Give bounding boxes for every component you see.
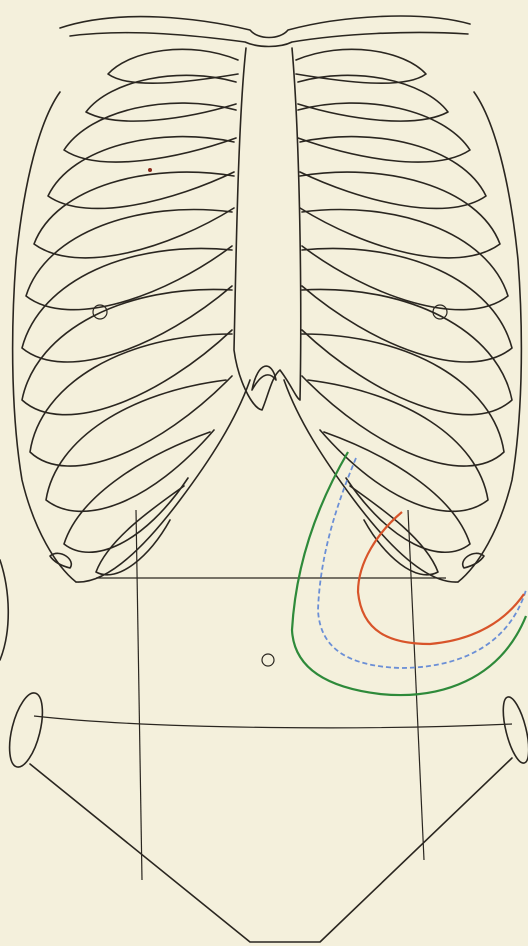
ink-speck <box>148 168 152 172</box>
